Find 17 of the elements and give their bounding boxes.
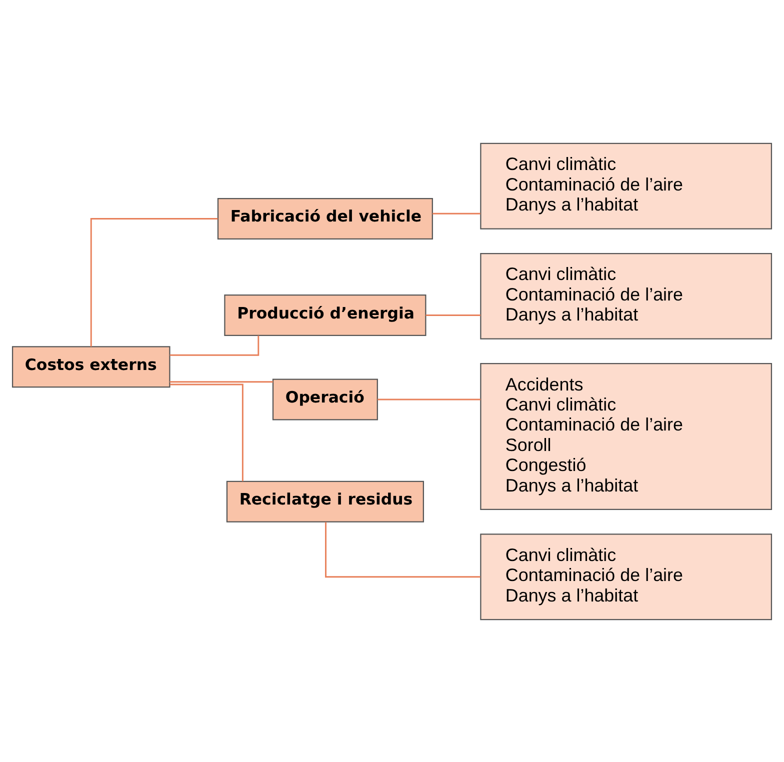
connector [432, 212, 480, 214]
connector [325, 522, 480, 578]
node-box: Accidents Canvi climàtic Contaminació de l’aire Soroll Congestió Danys a l’habitat [480, 362, 772, 510]
connector [170, 335, 260, 356]
node-box: Canvi climàtic Contaminació de l’aire Danys a l’habitat [480, 252, 772, 339]
connector [378, 398, 481, 400]
node-box: Reciclatge i residus [226, 480, 424, 522]
connector [170, 383, 244, 481]
node-box: Canvi climàtic Contaminació de l’aire Danys a l’habitat [480, 533, 772, 620]
node-box: Costos externs [12, 346, 170, 388]
node-box: Canvi climàtic Contaminació de l’aire Danys a l’habitat [480, 142, 772, 229]
connector [426, 314, 481, 316]
node-box: Fabricació del vehicle [217, 197, 433, 239]
connector [170, 380, 273, 382]
node-box: Operació [272, 378, 378, 420]
connector [90, 217, 218, 346]
node-box: Producció d’energia [224, 294, 426, 336]
